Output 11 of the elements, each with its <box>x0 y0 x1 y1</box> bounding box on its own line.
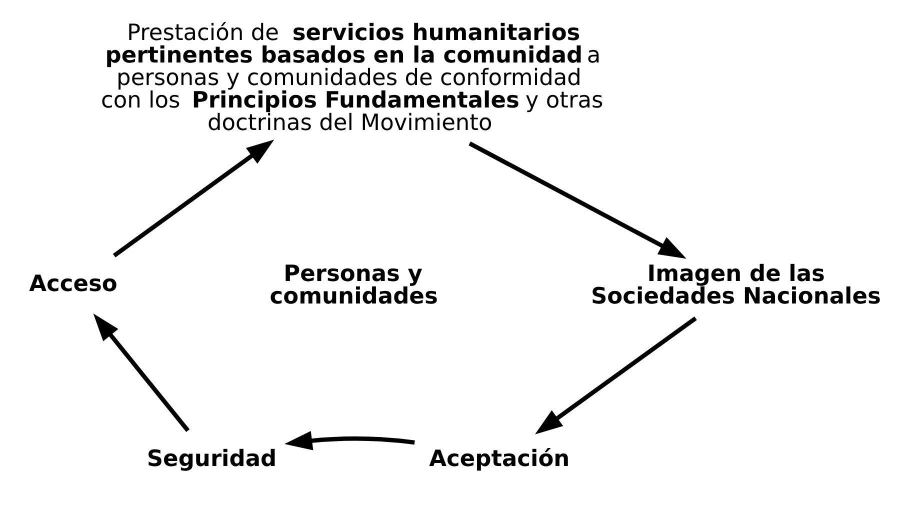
arrow <box>112 139 274 257</box>
node-text: Acceso <box>29 270 118 297</box>
node-text: Seguridad <box>146 446 277 472</box>
node-text: Personas y comunidades <box>270 260 438 309</box>
node-text: Aceptación <box>429 446 570 472</box>
arrow <box>534 316 697 434</box>
node-text: Imagen de las Sociedades Nacionales <box>590 260 881 309</box>
arrow <box>468 141 686 258</box>
arrow <box>284 430 415 450</box>
node-text: Prestación de servicios humanitarios pertinentes basados en la comunidad a personas y comunidades de conformidad con los Principios Fundamentales y otras doctrinas del Movimiento <box>100 20 604 136</box>
arrow <box>93 313 190 432</box>
